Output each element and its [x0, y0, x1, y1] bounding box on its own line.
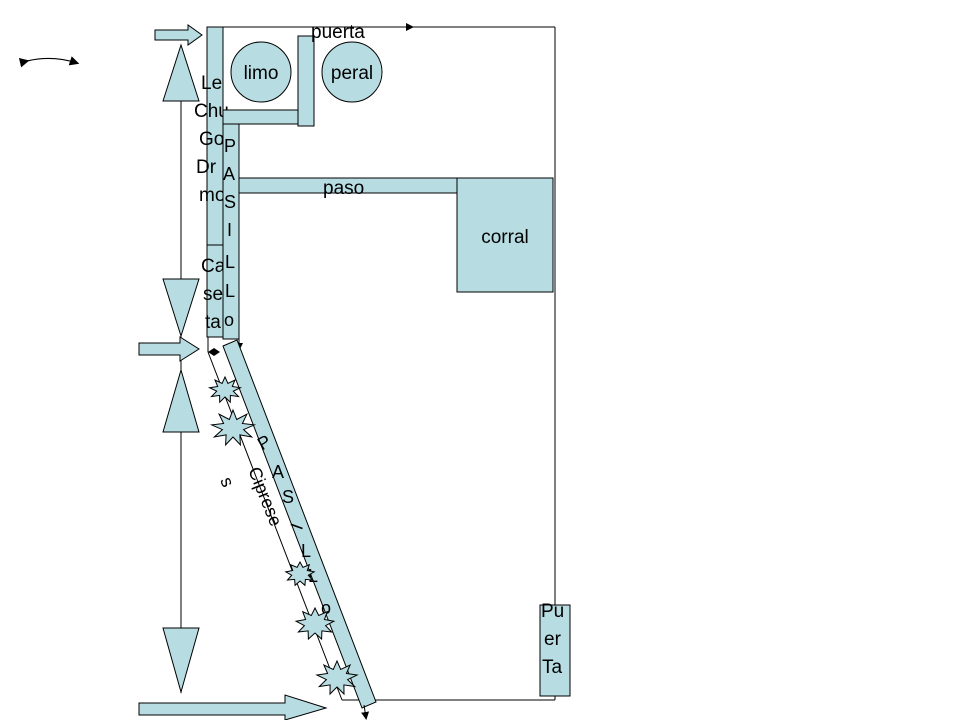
pasillo-diagonal — [222, 339, 377, 720]
svg-text:S: S — [282, 487, 294, 507]
svg-text:Ca: Ca — [201, 256, 226, 277]
svg-text:peral: peral — [331, 63, 373, 84]
svg-text:paso: paso — [323, 178, 364, 199]
svg-text:limo: limo — [244, 63, 279, 84]
svg-text:mo: mo — [199, 185, 225, 206]
block-arrow-right-icon — [154, 24, 203, 46]
svg-text:P: P — [224, 136, 236, 156]
triangle-up-icon — [162, 43, 200, 102]
svg-text:L: L — [308, 566, 318, 586]
svg-text:corral: corral — [481, 227, 529, 248]
pasillo-vertical-label: P A S I L L o — [223, 136, 236, 330]
svg-text:I: I — [227, 220, 232, 240]
puerta-trasera: Pu er Ta — [539, 601, 571, 697]
svg-text:S: S — [224, 192, 236, 212]
cypress-tree-icon — [209, 408, 257, 447]
leche-label: Le Chu Go Dr mo — [194, 73, 229, 206]
svg-text:Chu: Chu — [194, 101, 229, 122]
svg-text:L: L — [301, 541, 311, 561]
svg-text:L: L — [225, 252, 235, 272]
triangle-down-icon — [162, 278, 200, 338]
caseta-label: Ca se ta — [201, 256, 226, 333]
svg-text:se: se — [203, 284, 223, 305]
puerta-label: puerta — [306, 22, 414, 43]
svg-text:ta: ta — [205, 312, 221, 333]
svg-text:Dr: Dr — [196, 157, 217, 178]
svg-text:o: o — [224, 310, 234, 330]
limo-tree: limo — [230, 41, 292, 103]
peral-tree: peral — [321, 41, 383, 103]
svg-text:Go: Go — [199, 129, 224, 150]
property-boundary — [207, 26, 556, 701]
paso-path: paso — [238, 177, 458, 199]
svg-text:puerta: puerta — [311, 22, 365, 43]
svg-text:er: er — [544, 629, 562, 650]
triangle-up-icon — [162, 368, 200, 433]
svg-text:I: I — [287, 521, 308, 533]
svg-text:A: A — [223, 164, 235, 184]
svg-text:Le: Le — [201, 73, 222, 94]
triangle-down-icon — [162, 627, 200, 694]
svg-text:s: s — [216, 474, 238, 490]
svg-text:A: A — [272, 462, 284, 482]
cypress-tree-icon — [294, 606, 336, 641]
cypress-tree-icon — [207, 375, 243, 404]
block-arrow-right-icon — [138, 336, 200, 362]
diamond-marker — [208, 348, 220, 356]
cypress-tree-icon — [284, 560, 316, 587]
corral: corral — [456, 177, 554, 293]
cypress-tree-icon — [315, 659, 359, 696]
double-headed-arrow-icon — [18, 56, 80, 68]
tree-enclosure — [222, 35, 315, 127]
block-arrow-right-icon — [138, 694, 328, 720]
svg-text:Ta: Ta — [542, 657, 563, 678]
svg-text:L: L — [225, 281, 235, 301]
svg-text:Pu: Pu — [541, 601, 564, 622]
svg-text:o: o — [321, 598, 331, 618]
cypress-row — [207, 375, 359, 696]
